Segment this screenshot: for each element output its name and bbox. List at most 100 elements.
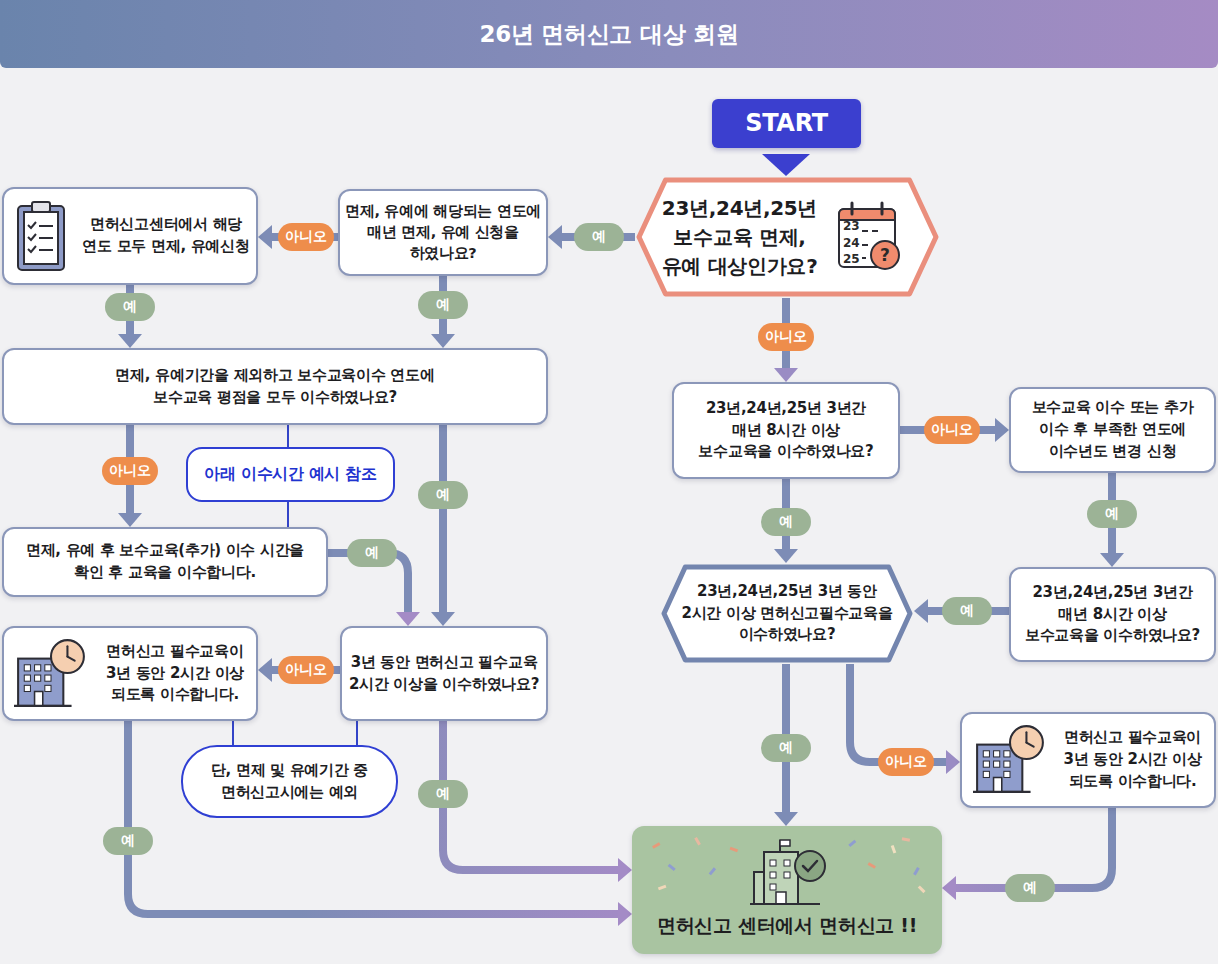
title-text: 26년 면허신고 대상 회원 bbox=[480, 19, 739, 50]
edge-label-pill: 아니오 bbox=[278, 223, 334, 251]
arrow-head bbox=[946, 750, 960, 774]
action-box: 면제, 유예 후 보수교육(추가) 이수 시간을 확인 후 교육을 이수합니다. bbox=[2, 527, 328, 597]
arrow-head bbox=[618, 902, 632, 926]
edge-label-pill: 예 bbox=[761, 508, 811, 536]
node-text: 면허신고센터에서 해당 연도 모두 면제, 유예신청 bbox=[82, 214, 250, 258]
arrow-head bbox=[258, 658, 272, 682]
edge-label: 아니오 bbox=[109, 462, 151, 480]
edge-label: 예 bbox=[365, 544, 379, 562]
icon-label: 24 bbox=[843, 237, 860, 249]
connector-line bbox=[356, 721, 358, 745]
edge-label: 예 bbox=[123, 298, 137, 316]
connector-line bbox=[287, 502, 289, 527]
node-text: 면제, 유예기간을 제외하고 보수교육이수 연도에 보수교육 평점을 모두 이수… bbox=[105, 365, 445, 409]
edge-label: 예 bbox=[592, 228, 606, 246]
edge-label-pill: 예 bbox=[347, 539, 397, 567]
node-text: 23년,24년,25년 3년간 매년 8시간 이상 보수교육을 이수하였나요? bbox=[693, 398, 879, 463]
edge-label-pill: 예 bbox=[942, 597, 992, 625]
note-box: 단, 면제 및 유예기간 중 면허신고시에는 예외 bbox=[181, 745, 398, 818]
edge-label: 예 bbox=[436, 296, 450, 314]
connector-line bbox=[439, 425, 447, 613]
node-text: 면허신고 필수교육이 3년 동안 2시간 이상 되도록 이수합니다. bbox=[100, 641, 250, 706]
edge-label: 아니오 bbox=[885, 753, 927, 771]
leader-line bbox=[233, 721, 234, 745]
leader-line bbox=[288, 502, 289, 527]
arrow-head bbox=[258, 225, 272, 249]
decision-hexagon: 23년,24년,25년 3년 동안 2시간 이상 면허신고필수교육을 이수하였나… bbox=[660, 563, 914, 664]
edge-label-pill: 예 bbox=[418, 481, 468, 509]
flow-arrow bbox=[942, 808, 1112, 900]
edge-label: 아니오 bbox=[285, 661, 327, 679]
edge-label: 예 bbox=[436, 486, 450, 504]
flow-arrow bbox=[128, 721, 632, 926]
decision-box: 23년,24년,25년 3년간 매년 8시간 이상 보수교육을 이수하였나요? bbox=[672, 382, 900, 479]
arrow-head bbox=[396, 612, 420, 626]
node-text: 보수교육 이수 또는 추가 이수 후 부족한 연도에 이수년도 변경 신청 bbox=[1018, 397, 1208, 462]
edge-label: 예 bbox=[960, 602, 974, 620]
connector-line bbox=[443, 721, 619, 870]
arrow-head bbox=[618, 858, 632, 882]
arrow-head bbox=[118, 513, 142, 527]
edge-label-pill: 예 bbox=[1087, 500, 1137, 528]
edge-label-pill: 예 bbox=[105, 293, 155, 321]
edge-label: 예 bbox=[1023, 879, 1037, 897]
edge-label-pill: 아니오 bbox=[758, 323, 814, 351]
node-text: 23년,24년,25년 3년 동안 2시간 이상 면허신고필수교육을 이수하였나… bbox=[681, 581, 893, 646]
note-box: 아래 이수시간 예시 참조 bbox=[186, 447, 395, 502]
edge-label-pill: 예 bbox=[418, 780, 468, 808]
icon-label: ? bbox=[880, 247, 890, 264]
flow-arrow bbox=[850, 664, 960, 774]
edge-label: 아니오 bbox=[765, 328, 807, 346]
node-text: 면허신고 센터에서 면허신고 !! bbox=[642, 912, 932, 940]
arrow-head bbox=[914, 599, 928, 623]
arrow-head bbox=[762, 154, 810, 176]
edge-label: 예 bbox=[779, 513, 793, 531]
node-text: 23년,24년,25년 3년간 매년 8시간 이상 보수교육을 이수하였나요? bbox=[1020, 582, 1206, 647]
edge-label: 예 bbox=[1105, 505, 1119, 523]
arrow-head bbox=[431, 612, 455, 626]
leader-line bbox=[288, 425, 289, 447]
building-check-icon bbox=[750, 836, 834, 908]
edge-label-pill: 아니오 bbox=[924, 416, 980, 444]
arrow-head bbox=[774, 812, 798, 826]
decision-box: 3년 동안 면허신고 필수교육 2시간 이상을 이수하였나요? bbox=[340, 626, 548, 721]
arrow-head bbox=[774, 549, 798, 563]
clipboard-icon bbox=[16, 200, 68, 274]
start-button: START bbox=[712, 99, 861, 148]
arrow-head bbox=[548, 225, 562, 249]
flow-arrow bbox=[443, 721, 632, 882]
decision-box: 면제, 유예에 해당되는 연도에 매년 면제, 유예 신청을 하였나요? bbox=[338, 189, 548, 276]
building-clock-icon bbox=[14, 636, 88, 710]
edge-label: 아니오 bbox=[931, 421, 973, 439]
connector-line bbox=[232, 721, 234, 745]
connector-line bbox=[287, 425, 289, 447]
connector-line bbox=[128, 721, 619, 914]
arrow-head bbox=[774, 368, 798, 382]
edge-label-pill: 예 bbox=[1005, 874, 1055, 902]
node-text: 단, 면제 및 유예기간 중 면허신고시에는 예외 bbox=[194, 760, 386, 804]
decision-box: 면제, 유예기간을 제외하고 보수교육이수 연도에 보수교육 평점을 모두 이수… bbox=[2, 348, 548, 425]
arrow-head bbox=[118, 334, 142, 348]
node-text: 면제, 유예에 해당되는 연도에 매년 면제, 유예 신청을 하였나요? bbox=[344, 201, 542, 264]
node-text: START bbox=[717, 106, 857, 141]
hexagon-shape bbox=[639, 180, 936, 294]
leader-line bbox=[357, 721, 358, 745]
icon-label: 25 bbox=[843, 253, 860, 265]
arrow-head bbox=[995, 418, 1009, 442]
flow-arrow bbox=[431, 425, 455, 626]
arrow-head bbox=[942, 876, 956, 900]
edge-label: 예 bbox=[779, 739, 793, 757]
edge-label: 예 bbox=[121, 832, 135, 850]
node-text: 3년 동안 면허신고 필수교육 2시간 이상을 이수하였나요? bbox=[345, 652, 543, 696]
edge-label-pill: 아니오 bbox=[102, 457, 158, 485]
edge-label: 예 bbox=[436, 785, 450, 803]
edge-label-pill: 예 bbox=[574, 223, 624, 251]
edge-label-pill: 예 bbox=[418, 291, 468, 319]
icon-label: 23 bbox=[843, 220, 860, 232]
building-clock-icon bbox=[973, 722, 1047, 796]
arrow-head bbox=[431, 334, 455, 348]
arrow-head bbox=[1100, 553, 1124, 567]
edge-label-pill: 예 bbox=[761, 734, 811, 762]
